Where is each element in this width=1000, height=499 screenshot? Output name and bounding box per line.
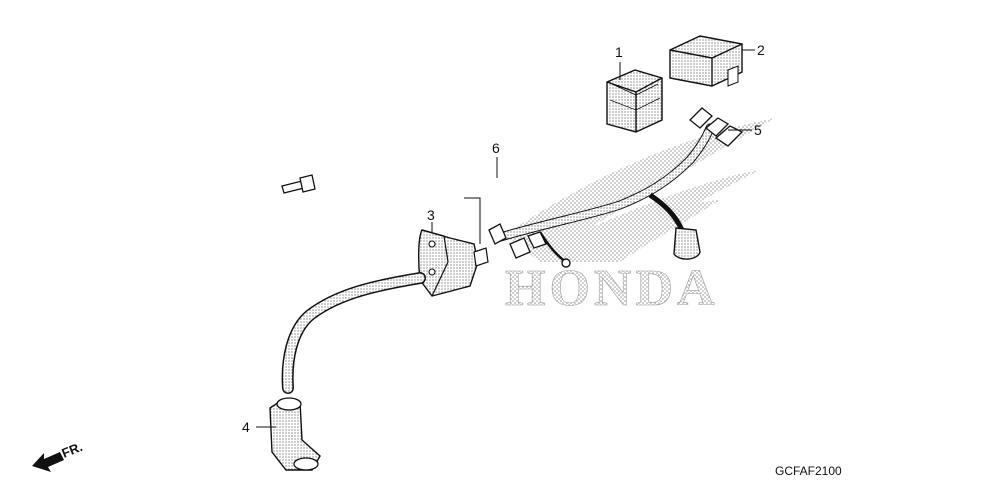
front-direction-indicator: FR. <box>32 439 85 472</box>
callout-6: 6 <box>492 140 500 156</box>
callout-4: 4 <box>242 419 250 435</box>
arrow-icon <box>32 452 64 472</box>
spark-plug-cap-part[interactable] <box>269 397 321 471</box>
callout-5: 5 <box>754 122 762 138</box>
callout-leaders <box>256 49 755 428</box>
callout-2: 2 <box>757 42 765 58</box>
figure-code: GCFAF2100 <box>775 464 842 478</box>
callout-3: 3 <box>427 207 435 223</box>
relay-part[interactable] <box>606 69 663 133</box>
leader-3b <box>464 197 481 244</box>
callout-1: 1 <box>615 44 623 60</box>
direction-label: FR. <box>60 439 85 461</box>
control-unit-part[interactable] <box>669 35 743 87</box>
wire-harness-part[interactable] <box>488 107 744 268</box>
ignition-coil-part[interactable] <box>417 229 489 297</box>
high-tension-lead[interactable] <box>281 272 426 394</box>
honda-wing-watermark: HONDA <box>505 118 775 317</box>
bolt-part[interactable] <box>281 174 316 194</box>
honda-logo-text: HONDA <box>505 260 719 317</box>
